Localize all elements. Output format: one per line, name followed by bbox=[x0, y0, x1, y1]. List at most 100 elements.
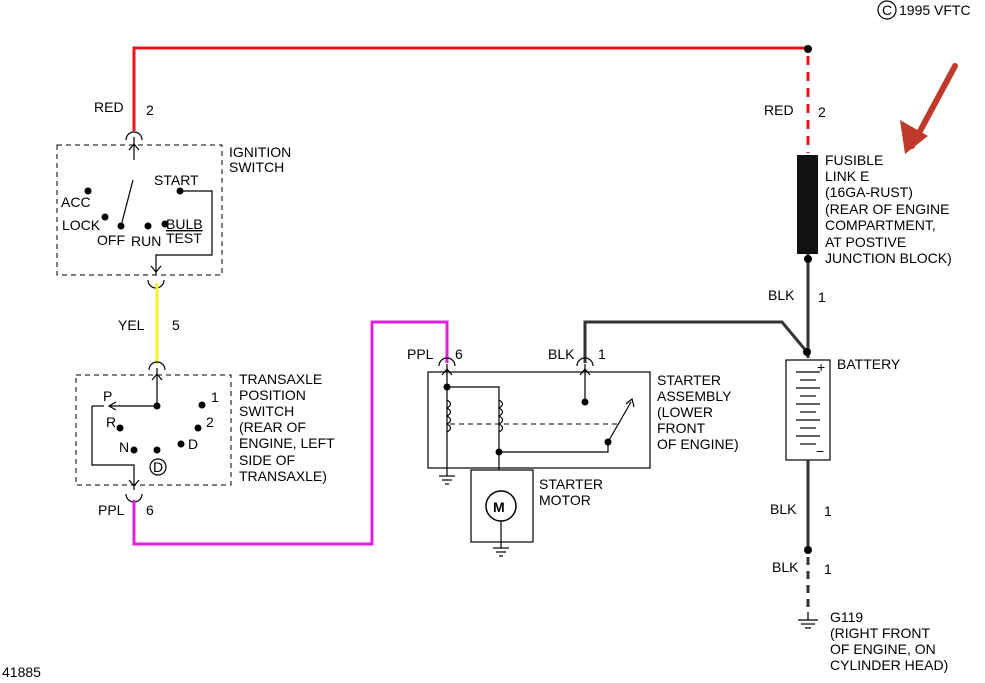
label-test: TEST bbox=[166, 230, 202, 246]
red-wire-pin-label: 2 bbox=[146, 102, 154, 118]
fusible-title-line: AT POSTIVE bbox=[825, 234, 906, 250]
ppl-starter-pin-label: 6 bbox=[455, 346, 463, 362]
start-contact-line bbox=[155, 190, 213, 275]
ground-icon bbox=[439, 470, 455, 485]
contact-acc bbox=[84, 187, 92, 195]
fuse-splice-dot bbox=[804, 255, 812, 263]
starter-title-line: OF ENGINE) bbox=[657, 436, 739, 452]
transaxle-title-line: SWITCH bbox=[239, 403, 294, 419]
red-wire-color-label: RED bbox=[94, 99, 124, 115]
contact-d bbox=[177, 440, 185, 448]
arrow-up-icon bbox=[128, 143, 140, 151]
label-r: R bbox=[106, 414, 116, 430]
blk-starter-pin-label: 1 bbox=[598, 346, 606, 362]
starter-assembly-box bbox=[427, 371, 651, 469]
red-wire-right-color-label: RED bbox=[764, 102, 794, 118]
battery-label: BATTERY bbox=[837, 356, 901, 372]
ppl-starter-color-label: PPL bbox=[407, 346, 434, 362]
blk-fuse-pin-label: 1 bbox=[818, 289, 826, 305]
label-start: START bbox=[154, 172, 199, 188]
motor-symbol: M bbox=[493, 499, 505, 515]
ignition-switch-blade bbox=[120, 179, 134, 227]
contact-n bbox=[130, 446, 138, 454]
starter-motor-title-line1: STARTER bbox=[539, 476, 603, 492]
arrow-up-icon bbox=[441, 368, 453, 376]
label-2: 2 bbox=[206, 414, 214, 430]
starter-motor: M STARTER MOTOR bbox=[470, 469, 603, 557]
starter-title-line: (LOWER bbox=[657, 404, 713, 420]
ignition-switch-box bbox=[56, 144, 223, 276]
fusible-title-line: (REAR OF ENGINE bbox=[825, 201, 949, 217]
ppl-wire-color-label: PPL bbox=[98, 502, 125, 518]
yel-wire-color-label: YEL bbox=[118, 317, 145, 333]
ground-title-line: (RIGHT FRONT bbox=[830, 625, 931, 641]
ground-splice-dot bbox=[804, 546, 812, 554]
purple-wire bbox=[132, 320, 449, 546]
starter-motor-box bbox=[470, 469, 534, 543]
ground-icon bbox=[493, 542, 509, 557]
label-n: N bbox=[119, 439, 129, 455]
transaxle-title-line: (REAR OF bbox=[239, 419, 306, 435]
label-d: D bbox=[188, 436, 198, 452]
motor-feed-line bbox=[498, 442, 609, 470]
black-wire-starter bbox=[583, 320, 809, 363]
contact-common bbox=[153, 402, 161, 410]
red-wire bbox=[132, 46, 808, 131]
blk-starter-color-label: BLK bbox=[548, 346, 575, 362]
copyright-circle-icon bbox=[877, 0, 897, 20]
transaxle-position-switch: D P R N D 2 1 TRANSAXLE POSITION SWITCH … bbox=[75, 361, 335, 503]
fusible-title-line: JUNCTION BLOCK) bbox=[825, 250, 952, 266]
label-bulb: BULB bbox=[166, 216, 203, 232]
label-run: RUN bbox=[131, 233, 161, 249]
ppl-wire-pin-label: 6 bbox=[146, 502, 154, 518]
fusible-link-title: FUSIBLE LINK E (16GA-RUST) (REAR OF ENGI… bbox=[825, 152, 952, 266]
blk-ground-color-label: BLK bbox=[772, 559, 799, 575]
starter-title-line: ASSEMBLY bbox=[657, 388, 732, 404]
transaxle-switch-box bbox=[75, 374, 232, 486]
ground-title-line: OF ENGINE, ON bbox=[830, 641, 936, 657]
contact-bulb-test bbox=[161, 220, 169, 228]
ignition-title-line2: SWITCH bbox=[229, 159, 284, 175]
connector-c-icon bbox=[148, 361, 166, 371]
fusible-title-line: COMPARTMENT, bbox=[825, 217, 936, 233]
fusible-title-line: (16GA-RUST) bbox=[825, 184, 913, 200]
connector-c-icon bbox=[438, 357, 456, 367]
battery-plus-icon: + bbox=[817, 359, 825, 375]
contact-lock bbox=[101, 213, 109, 221]
transaxle-output-line bbox=[91, 406, 135, 490]
red-arrow-icon bbox=[900, 63, 958, 154]
arrow-up-icon bbox=[625, 397, 635, 408]
blk-batt-pin-label: 1 bbox=[824, 503, 832, 519]
starter-assembly: STARTER ASSEMBLY (LOWER FRONT OF ENGINE) bbox=[427, 357, 739, 485]
arrow-down-icon bbox=[128, 479, 140, 487]
yel-wire-pin-label: 5 bbox=[172, 317, 180, 333]
battery-minus-icon: − bbox=[816, 443, 824, 459]
connector-c-icon bbox=[576, 357, 594, 367]
starter-main-contact bbox=[581, 398, 589, 406]
contact-2 bbox=[194, 424, 202, 432]
hold-in-coil-icon bbox=[445, 399, 452, 433]
starter-contact-blade bbox=[607, 401, 632, 443]
label-off: OFF bbox=[97, 232, 125, 248]
fusible-link-e: FUSIBLE LINK E (16GA-RUST) (REAR OF ENGI… bbox=[797, 152, 952, 266]
d-circle-icon bbox=[149, 458, 167, 476]
red-wire-right-pin-label: 2 bbox=[818, 104, 826, 120]
ground-g119: G119 (RIGHT FRONT OF ENGINE, ON CYLINDER… bbox=[798, 609, 948, 673]
copyright-text: 1995 VFTC bbox=[899, 2, 971, 18]
arrow-up-icon bbox=[579, 368, 591, 376]
blk-fuse-color-label: BLK bbox=[768, 287, 795, 303]
transaxle-title-line: TRANSAXLE) bbox=[239, 468, 327, 484]
arrow-left-icon bbox=[107, 401, 117, 411]
ground-title-line: CYLINDER HEAD) bbox=[830, 657, 948, 673]
battery-splice-dot bbox=[803, 348, 811, 356]
ignition-switch: ACC LOCK OFF RUN START BULB TEST IGNITIO… bbox=[56, 131, 291, 289]
transaxle-title-line: POSITION bbox=[239, 387, 306, 403]
starter-assembly-title: STARTER ASSEMBLY (LOWER FRONT OF ENGINE) bbox=[657, 372, 739, 452]
copyright-notice: C 1995 VFTC bbox=[877, 0, 971, 20]
contact-run bbox=[144, 222, 152, 230]
arrow-up-icon bbox=[151, 373, 163, 381]
starter-title-line: FRONT bbox=[657, 420, 706, 436]
ignition-title-line1: IGNITION bbox=[229, 144, 291, 160]
fusible-link-body bbox=[797, 155, 818, 254]
